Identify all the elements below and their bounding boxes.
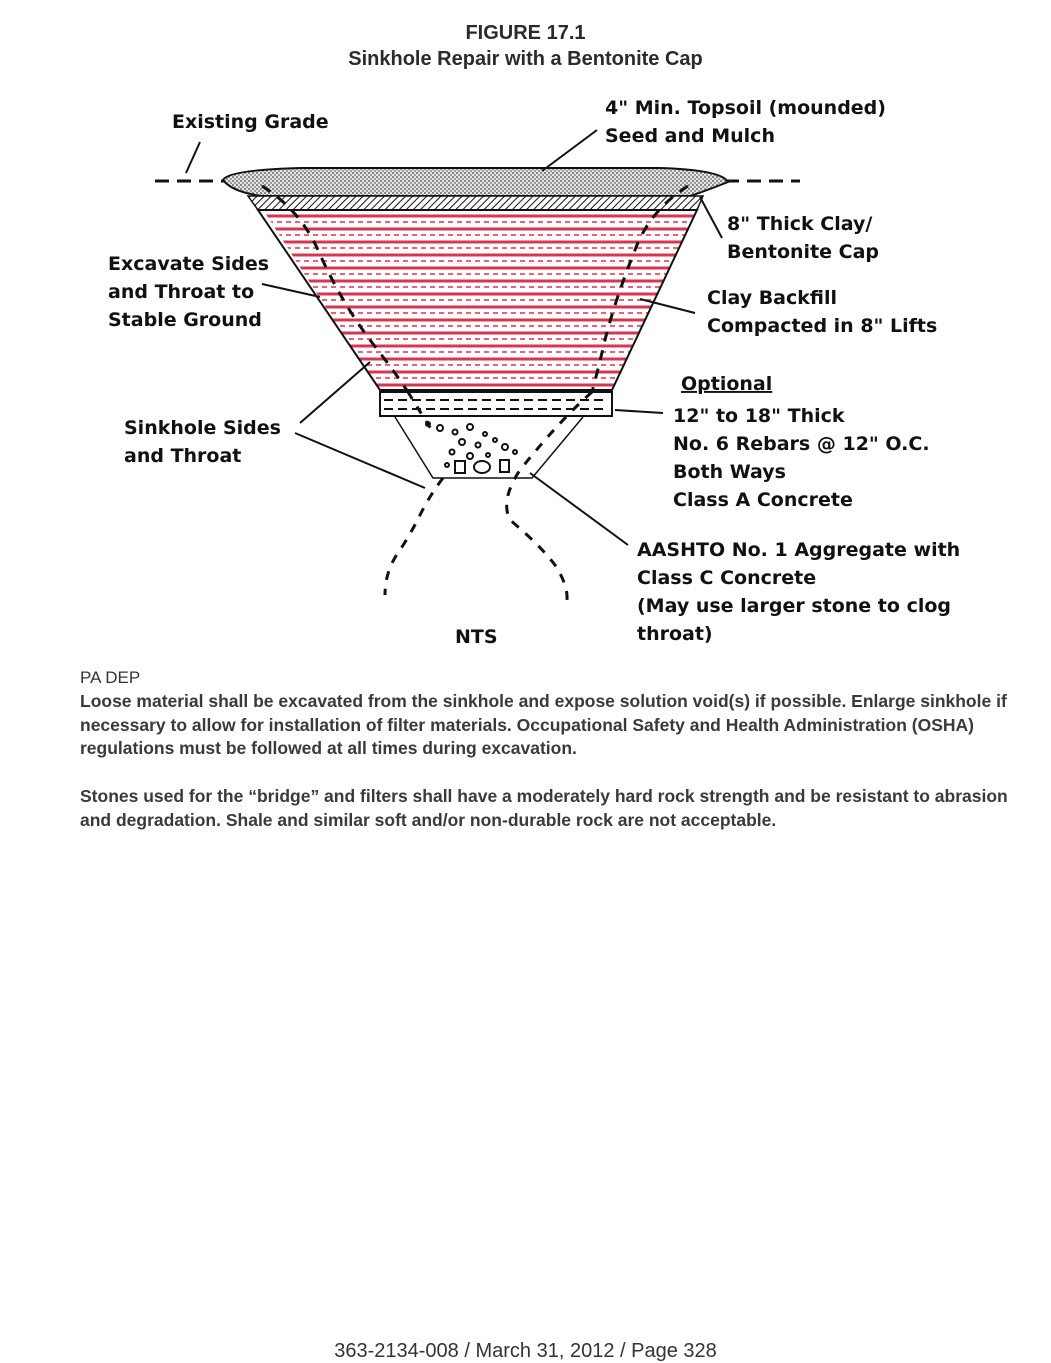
sinkhole-side-left-upper bbox=[261, 184, 410, 393]
label-cap-1: 8" Thick Clay/ bbox=[727, 213, 872, 235]
label-sides-2: and Throat bbox=[124, 445, 241, 467]
label-topsoil-1: 4" Min. Topsoil (mounded) bbox=[605, 97, 886, 119]
label-excavate-2: and Throat to bbox=[108, 281, 254, 303]
label-aggregate-1: AASHTO No. 1 Aggregate with bbox=[637, 539, 960, 561]
label-concrete-4: Class A Concrete bbox=[673, 489, 853, 511]
label-cap-2: Bentonite Cap bbox=[727, 241, 879, 263]
figure-number: FIGURE 17.1 bbox=[465, 22, 586, 44]
label-aggregate-2: Class C Concrete bbox=[637, 567, 816, 589]
label-nts: NTS bbox=[455, 626, 498, 648]
sinkhole-throat-left bbox=[383, 477, 445, 596]
aggregate-outline bbox=[394, 416, 584, 479]
label-excavate-3: Stable Ground bbox=[108, 309, 262, 331]
sinkhole-throat-right bbox=[505, 390, 593, 601]
label-topsoil-2: Seed and Mulch bbox=[605, 125, 775, 147]
sinkhole-repair-diagram: Existing Grade 4" Min. Topsoil (mounded)… bbox=[108, 97, 960, 648]
source-label: PA DEP bbox=[80, 668, 141, 687]
page-footer: 363-2134-008 / March 31, 2012 / Page 328 bbox=[334, 1340, 717, 1362]
label-backfill-2: Compacted in 8" Lifts bbox=[707, 315, 937, 337]
sinkhole-throat-left-inner bbox=[406, 391, 437, 436]
label-optional: Optional bbox=[681, 373, 772, 395]
label-existing-grade: Existing Grade bbox=[172, 111, 329, 133]
label-aggregate-4: throat) bbox=[637, 623, 713, 645]
clay-backfill-lines bbox=[262, 214, 697, 392]
label-concrete-3: Both Ways bbox=[673, 461, 786, 483]
label-excavate-1: Excavate Sides bbox=[108, 253, 269, 275]
leader-lines bbox=[185, 129, 723, 546]
clay-backfill-outline bbox=[256, 209, 699, 391]
sinkhole-side-right-upper bbox=[590, 184, 689, 393]
label-aggregate-3: (May use larger stone to clog bbox=[637, 595, 951, 617]
label-backfill-1: Clay Backfill bbox=[707, 287, 837, 309]
topsoil-mound bbox=[221, 167, 730, 197]
label-concrete-2: No. 6 Rebars @ 12" O.C. bbox=[673, 433, 930, 455]
figure-title: Sinkhole Repair with a Bentonite Cap bbox=[348, 48, 703, 70]
bentonite-cap bbox=[246, 195, 705, 211]
label-sides-1: Sinkhole Sides bbox=[124, 417, 281, 439]
note-paragraph-2: Stones used for the “bridge” and filters… bbox=[80, 786, 1008, 830]
aggregate-stones bbox=[425, 421, 518, 474]
note-paragraph-1: Loose material shall be excavated from t… bbox=[80, 691, 1007, 758]
label-concrete-1: 12" to 18" Thick bbox=[673, 405, 845, 427]
